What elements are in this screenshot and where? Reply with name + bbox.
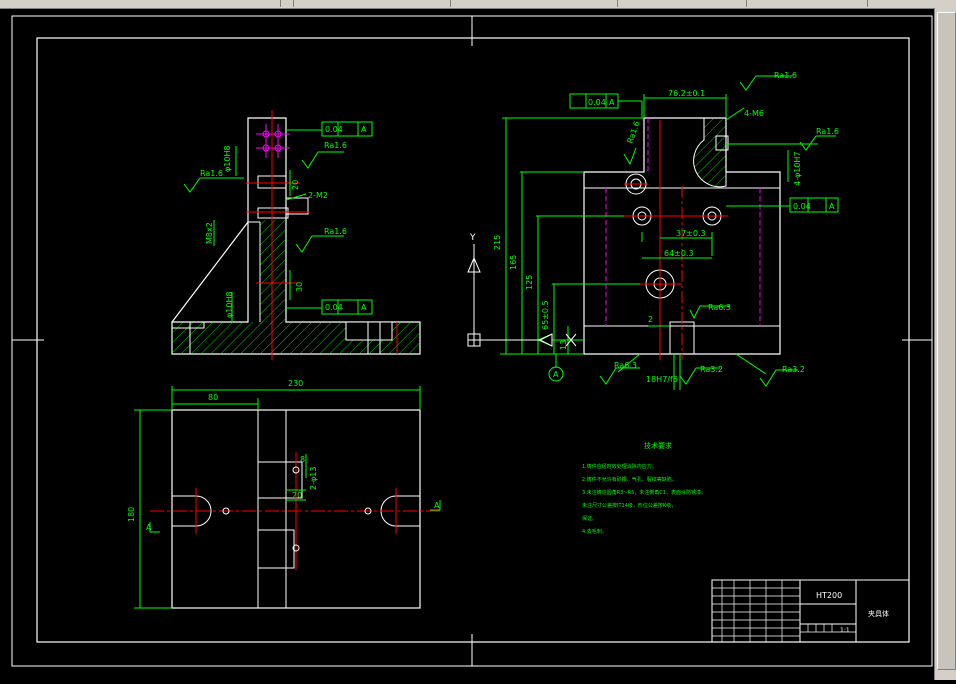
notes-title: 技术要求: [644, 441, 672, 450]
ucs-icon: [467, 244, 577, 347]
note-line: 1.铸件应经时效处理消除内应力。: [582, 463, 657, 470]
front-dim-215-label: 215: [493, 235, 502, 250]
front-ra32-b-label: Ra3.2: [782, 365, 805, 374]
note-line: 2.铸件不允许有砂眼、气孔、裂纹等缺陷。: [582, 476, 677, 483]
front-ra32-a-label: Ra3.2: [700, 365, 723, 374]
plan-dim-20-label: 20: [292, 491, 302, 500]
ra-upper-label: Ra1.6: [324, 141, 347, 150]
dia-top-label: φ10H8: [223, 145, 232, 172]
front-ra63-a-label: Ra6.3: [614, 361, 637, 370]
front-flatness-left-label: 0.04: [588, 98, 606, 107]
plan-dim-80-label: 80: [208, 393, 218, 402]
front-hole-dims-label: 4-φ10H7: [793, 151, 802, 186]
front-view: 0.04 A 76.2±0.1 4-M6 Ra1.6 Ra1.6 Ra1.6 0…: [467, 71, 839, 390]
toolbar-segment[interactable]: [0, 0, 281, 7]
front-dim-13-label: 13: [559, 340, 568, 350]
front-ra-top-right-label: Ra1.6: [774, 71, 797, 80]
plan-dim-phi13-label: 2-φ13: [309, 467, 318, 490]
flatness-upper-label: 0.04: [325, 125, 343, 134]
outer-frame: [11, 15, 933, 667]
front-ra63-b-label: Ra6.3: [708, 303, 731, 312]
title-block: [711, 579, 910, 643]
front-dim-64-label: 64±0.3: [664, 249, 694, 258]
front-ra-right-label: Ra1.6: [816, 127, 839, 136]
side-view: 0.04 A 0.04 A Ra1.6 Ra1.6 Ra1.6 φ10H8 20…: [171, 110, 421, 360]
toolbar-segment[interactable]: [281, 0, 294, 7]
toolbar-segment[interactable]: [618, 0, 747, 7]
title-material: HT200: [816, 591, 842, 600]
front-dim-65-label: 65±0.5: [541, 300, 550, 330]
dim-30-label: 30: [295, 282, 304, 292]
front-dim-2-label: 2: [648, 315, 653, 324]
plan-width-label: 230: [288, 379, 303, 388]
section-mark-left: A: [146, 523, 152, 532]
section-mark-right: A: [434, 501, 440, 510]
scrollbar-thumb[interactable]: [937, 12, 956, 670]
note-line: 未注尺寸公差按IT14级，形位公差按K级，: [582, 502, 676, 509]
front-dim-165-label: 165: [509, 255, 518, 270]
drawing-canvas[interactable]: 0.04 A 0.04 A Ra1.6 Ra1.6 Ra1.6 φ10H8 20…: [0, 8, 934, 680]
datum-upper-label: A: [361, 125, 367, 134]
note-line: 保证。: [582, 515, 597, 522]
menu-bar: [0, 0, 956, 9]
dim-m8-label: M8x2: [205, 222, 214, 244]
title-part-name: 夹具体: [868, 609, 889, 618]
front-dim-125-label: 125: [525, 275, 534, 290]
dim-20-label: 20: [291, 180, 300, 190]
ra-left-label: Ra1.6: [200, 169, 223, 178]
front-thread-label: 4-M6: [744, 109, 764, 118]
technical-notes: 技术要求 1.铸件应经时效处理消除内应力。 2.铸件不允许有砂眼、气孔、裂纹等缺…: [582, 441, 706, 535]
plan-height-label: 180: [127, 507, 136, 522]
front-flatness-right-label: 0.04: [793, 202, 811, 211]
front-datum-left-label: A: [609, 98, 615, 107]
ucs-y-label: Y: [469, 233, 476, 243]
toolbar-segment[interactable]: [451, 0, 618, 7]
flatness-lower-label: 0.04: [325, 303, 343, 312]
note-line: 3.未注铸造圆角R3~R5，未注倒角C1，表面涂防锈漆。: [582, 489, 706, 496]
dim-2m2-label: 2-M2: [308, 191, 328, 200]
cad-drawing: 0.04 A 0.04 A Ra1.6 Ra1.6 Ra1.6 φ10H8 20…: [11, 15, 933, 667]
front-dim-37-label: 37±0.3: [676, 229, 706, 238]
ra-mid-label: Ra1.6: [324, 227, 347, 236]
plan-dim-8-label: 8: [300, 455, 305, 464]
dia-bottom-label: φ10H8: [225, 291, 234, 318]
front-dim-top-label: 76.2±0.1: [668, 89, 705, 98]
front-datum-right-label: A: [829, 202, 835, 211]
toolbar-segment[interactable]: [294, 0, 451, 7]
note-line: 4.去毛刺。: [582, 528, 607, 535]
front-ra-top-left-label: Ra1.6: [625, 120, 641, 145]
plan-view: 230 80 180 8 2-φ13 20 A A: [127, 379, 442, 609]
title-scale: 1:1: [840, 627, 850, 634]
datum-lower-label: A: [361, 303, 367, 312]
front-datum-circle-label: A: [553, 370, 559, 379]
toolbar-segment[interactable]: [747, 0, 868, 7]
vertical-scrollbar[interactable]: [934, 8, 956, 680]
front-dim-bottom-label: 18H7/f6: [646, 375, 678, 384]
